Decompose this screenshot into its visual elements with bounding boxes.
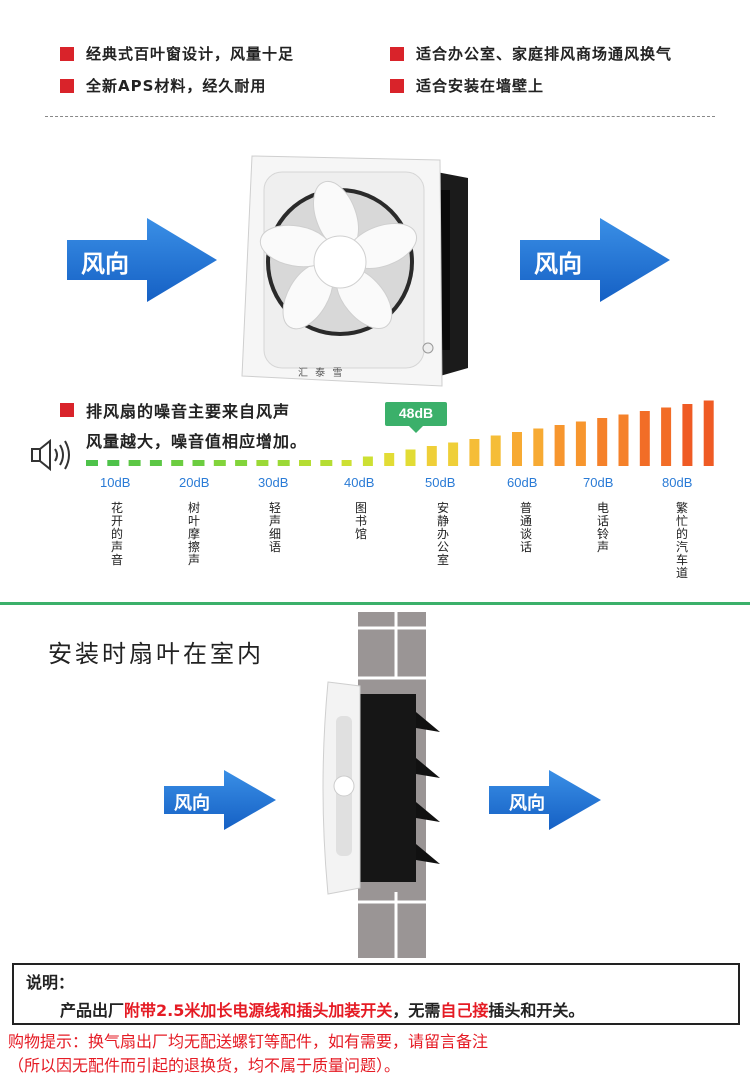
noise-example-label: 图书馆 (354, 501, 367, 541)
noise-bar (107, 460, 120, 466)
feature-text: 适合办公室、家庭排风商场通风换气 (416, 45, 673, 63)
feature-text: 适合安装在墙壁上 (416, 77, 545, 95)
noise-bar (512, 432, 522, 466)
feature-item: 适合办公室、家庭排风商场通风换气 (390, 43, 672, 64)
noise-bar (362, 456, 373, 466)
noise-line-2: 风量越大，噪音值相应增加。 (86, 432, 308, 451)
feature-text: 经典式百叶窗设计，风量十足 (86, 45, 295, 63)
noise-example-label: 繁忙的汽车道 (675, 501, 688, 580)
noise-bar (448, 442, 459, 466)
feature-item: 经典式百叶窗设计，风量十足 (60, 43, 294, 64)
noise-bar (490, 435, 501, 466)
noise-bar (575, 421, 586, 466)
noise-bar (341, 460, 352, 466)
section-divider (0, 602, 750, 605)
noise-bar (192, 460, 205, 466)
noise-bar (405, 449, 416, 466)
noise-bar (256, 460, 269, 466)
db-label: 50dB (425, 475, 456, 490)
noise-bar (703, 400, 714, 466)
install-title: 安装时扇叶在室内 (48, 640, 264, 668)
arrow-label: 风向 (174, 793, 210, 814)
note-text: 插头和开关。 (488, 1001, 585, 1020)
noise-level-marker: 48dB (385, 402, 447, 434)
arrow-right-icon (164, 770, 276, 830)
noise-heading: 排风扇的噪音主要来自风声 (60, 398, 290, 422)
noise-example-label: 轻声细语 (268, 501, 281, 554)
db-label: 10dB (100, 475, 131, 490)
noise-bar (469, 439, 480, 466)
fan-brand-label: 汇 泰 雪 (298, 368, 345, 379)
exhaust-fan-side-image (316, 676, 446, 898)
note-text: 产品出厂 (60, 1001, 125, 1020)
noise-bar (426, 446, 437, 466)
shopping-tip-line-2: （所以因无配件而引起的退换货，均不属于质量问题）。 (8, 1056, 401, 1075)
noise-line-1: 排风扇的噪音主要来自风声 (86, 402, 291, 421)
noise-bar (661, 407, 672, 466)
noise-bar (171, 460, 184, 466)
noise-bar-scale (86, 400, 714, 466)
noise-bar (149, 460, 162, 466)
feature-item: 适合安装在墙壁上 (390, 75, 544, 96)
arrow-right-icon (489, 770, 601, 830)
feature-text: 全新APS材料，经久耐用 (86, 77, 267, 95)
noise-bar (554, 425, 565, 466)
note-text: ，无需 (392, 1001, 441, 1020)
arrow-right-icon (520, 218, 670, 302)
db-label: 40dB (344, 475, 375, 490)
arrow-label: 风向 (81, 250, 129, 278)
bullet-square-icon (60, 78, 74, 93)
bullet-square-icon (390, 46, 404, 61)
fan-side-icon (322, 681, 440, 895)
noise-bar (320, 460, 333, 466)
note-heading: 说明： (26, 973, 75, 992)
noise-example-label: 普通谈话 (519, 501, 532, 554)
db-label: 60dB (507, 475, 538, 490)
noise-bar (384, 453, 395, 466)
wind-direction-arrow-left: 风向 (164, 770, 276, 830)
noise-example-label: 树叶摩擦声 (187, 501, 200, 567)
noise-bar (235, 460, 248, 466)
db-label: 70dB (583, 475, 614, 490)
noise-bar (639, 411, 650, 466)
note-body: 产品出厂附带2.5米加长电源线和插头加装开关，无需自己接插头和开关。 (60, 997, 584, 1021)
arrow-right-icon (67, 218, 217, 302)
note-highlight: 附带2.5米加长电源线和插头加装开关 (124, 1001, 393, 1020)
bullet-square-icon (390, 78, 404, 93)
noise-bar (299, 460, 311, 466)
noise-example-label: 安静办公室 (436, 501, 449, 567)
wind-direction-arrow-left: 风向 (67, 218, 217, 302)
arrow-label: 风向 (534, 250, 582, 278)
marker-label: 48dB (398, 405, 434, 421)
shopping-tip-line-1: 购物提示：换气扇出厂均无配送螺钉等配件，如有需要，请留言备注 (8, 1032, 489, 1051)
fan-front-icon (241, 155, 468, 387)
note-box: 说明： 产品出厂附带2.5米加长电源线和插头加装开关，无需自己接插头和开关。 (12, 963, 740, 1025)
note-highlight: 自己接 (440, 1001, 489, 1020)
arrow-label: 风向 (509, 793, 545, 814)
db-label: 80dB (662, 475, 693, 490)
noise-bar (86, 460, 98, 466)
db-label: 30dB (258, 475, 289, 490)
noise-example-label: 电话铃声 (596, 501, 609, 554)
speaker-icon (30, 438, 74, 472)
bullet-square-icon (60, 403, 74, 417)
noise-bar (597, 418, 608, 466)
bullet-square-icon (60, 46, 74, 61)
dashed-divider (45, 116, 715, 117)
wind-direction-arrow-right: 风向 (489, 770, 601, 830)
db-label: 20dB (179, 475, 210, 490)
marker-callout-icon (385, 402, 447, 433)
noise-bar (682, 404, 693, 466)
exhaust-fan-front-image: 汇 泰 雪 (236, 150, 476, 390)
noise-bar (533, 428, 544, 466)
noise-bar (277, 460, 290, 466)
noise-bar (618, 414, 629, 466)
feature-item: 全新APS材料，经久耐用 (60, 75, 266, 96)
noise-bar (128, 460, 141, 466)
wind-direction-arrow-right: 风向 (520, 218, 670, 302)
noise-example-label: 花开的声音 (110, 501, 123, 567)
noise-bar (213, 460, 226, 466)
